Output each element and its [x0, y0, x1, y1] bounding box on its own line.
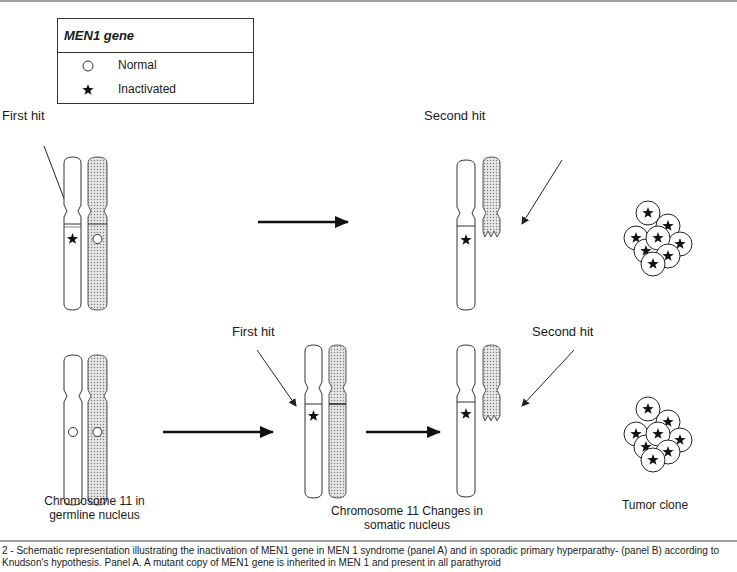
process-arrow	[258, 221, 348, 224]
tumor-clone	[624, 201, 692, 276]
legend-box	[58, 19, 254, 104]
chromosome-band	[457, 402, 475, 403]
chromosome-band	[329, 403, 346, 405]
process-arrow	[366, 431, 440, 434]
chromosome	[64, 355, 82, 505]
chromosome-shaded	[329, 345, 346, 498]
chromosome-band	[457, 226, 475, 227]
chromosome	[64, 157, 81, 310]
hit-arrow	[257, 350, 296, 406]
stage-label: Chromosome 11 in germline nucleus	[22, 494, 167, 522]
hit-arrow	[522, 350, 574, 406]
chromosome-band	[64, 227, 81, 228]
chromosome-band	[305, 404, 322, 405]
hit-label: Second hit	[532, 324, 593, 339]
stage-label: Chromosome 11 Changes in somatic nucleus	[322, 504, 492, 532]
hit-arrow	[522, 160, 562, 224]
process-arrow	[163, 431, 273, 434]
hit-label: First hit	[232, 324, 275, 339]
stage-label: Tumor clone	[605, 498, 705, 512]
hit-label: First hit	[2, 108, 45, 123]
tumor-clone	[624, 397, 692, 472]
legend-star	[82, 84, 93, 95]
figure-caption: 2 - Schematic representation illustratin…	[2, 545, 735, 569]
legend-heading: MEN1 gene	[64, 28, 134, 43]
chromosome-band	[88, 224, 107, 225]
frame-line	[0, 1, 737, 2]
chromosome	[305, 345, 322, 498]
normal-gene	[93, 428, 102, 437]
chromosome-shaded	[88, 157, 107, 310]
legend-circle	[83, 61, 93, 71]
inactivated-gene	[460, 408, 471, 419]
chromosome	[457, 345, 475, 497]
chromosome	[457, 160, 475, 310]
chromosome-band	[64, 224, 81, 225]
chromosome-deleted	[483, 157, 500, 237]
legend-text: Normal	[118, 58, 157, 73]
normal-gene	[93, 235, 102, 244]
legend-text: Inactivated	[118, 82, 176, 97]
frame-line	[0, 541, 737, 542]
inactivated-gene	[67, 233, 78, 244]
chromosome-shaded	[88, 355, 107, 505]
inactivated-gene	[308, 410, 319, 421]
inactivated-gene	[460, 234, 471, 245]
normal-gene	[69, 428, 78, 437]
hit-label: Second hit	[424, 108, 485, 123]
chromosome-deleted	[483, 345, 500, 421]
legend-divider	[58, 52, 254, 53]
